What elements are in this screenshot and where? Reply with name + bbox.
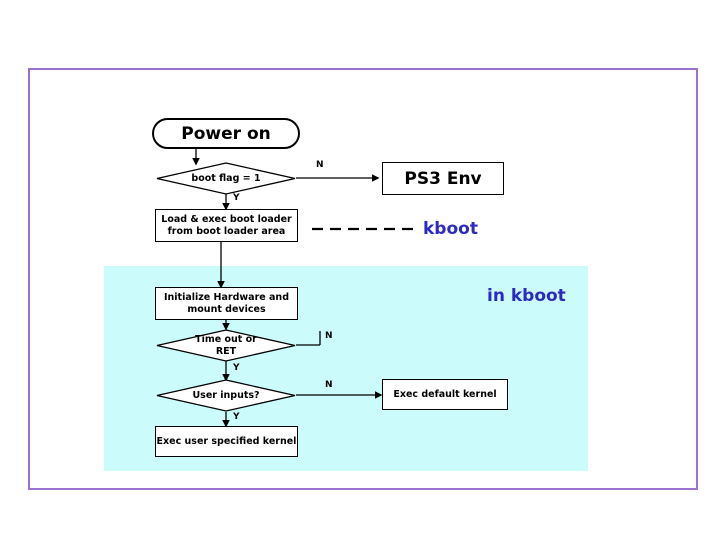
edge-label-user-inputs-y: Y (233, 412, 240, 422)
edge-label-boot-flag-n: N (316, 160, 324, 170)
node-ps3-env[interactable]: PS3 Env (382, 162, 504, 195)
node-user-inputs[interactable]: User inputs? (156, 379, 296, 412)
node-exec-default-kernel[interactable]: Exec default kernel (382, 379, 508, 410)
node-exec-user-kernel-label: Exec user specified kernel (156, 435, 297, 447)
node-power-on-label: Power on (181, 123, 271, 144)
node-exec-user-specified-kernel[interactable]: Exec user specified kernel (155, 426, 298, 457)
edge-label-timeout-n: N (325, 331, 333, 341)
edge-label-timeout-y: Y (233, 363, 240, 373)
node-ps3-env-label: PS3 Env (404, 168, 482, 189)
node-power-on[interactable]: Power on (152, 118, 300, 149)
diamond-shape (156, 329, 296, 362)
node-load-exec-line2: from boot loader area (167, 225, 286, 237)
diamond-shape (156, 162, 296, 195)
node-initialize-hardware[interactable]: Initialize Hardware and mount devices (155, 287, 298, 320)
edge-label-user-inputs-n: N (325, 380, 333, 390)
node-init-hw-line2: mount devices (187, 303, 266, 315)
node-load-exec-line1: Load & exec boot loader (161, 213, 292, 225)
diamond-shape (156, 379, 296, 412)
annotation-kboot: kboot (423, 219, 478, 239)
annotation-in-kboot: in kboot (487, 286, 566, 306)
node-time-out-or-ret[interactable]: Time out or RET (156, 329, 296, 362)
node-load-exec-boot-loader[interactable]: Load & exec boot loader from boot loader… (155, 209, 298, 242)
node-boot-flag[interactable]: boot flag = 1 (156, 162, 296, 195)
node-exec-default-kernel-label: Exec default kernel (393, 388, 497, 400)
node-init-hw-line1: Initialize Hardware and (164, 291, 289, 303)
edge-label-boot-flag-y: Y (233, 193, 240, 203)
